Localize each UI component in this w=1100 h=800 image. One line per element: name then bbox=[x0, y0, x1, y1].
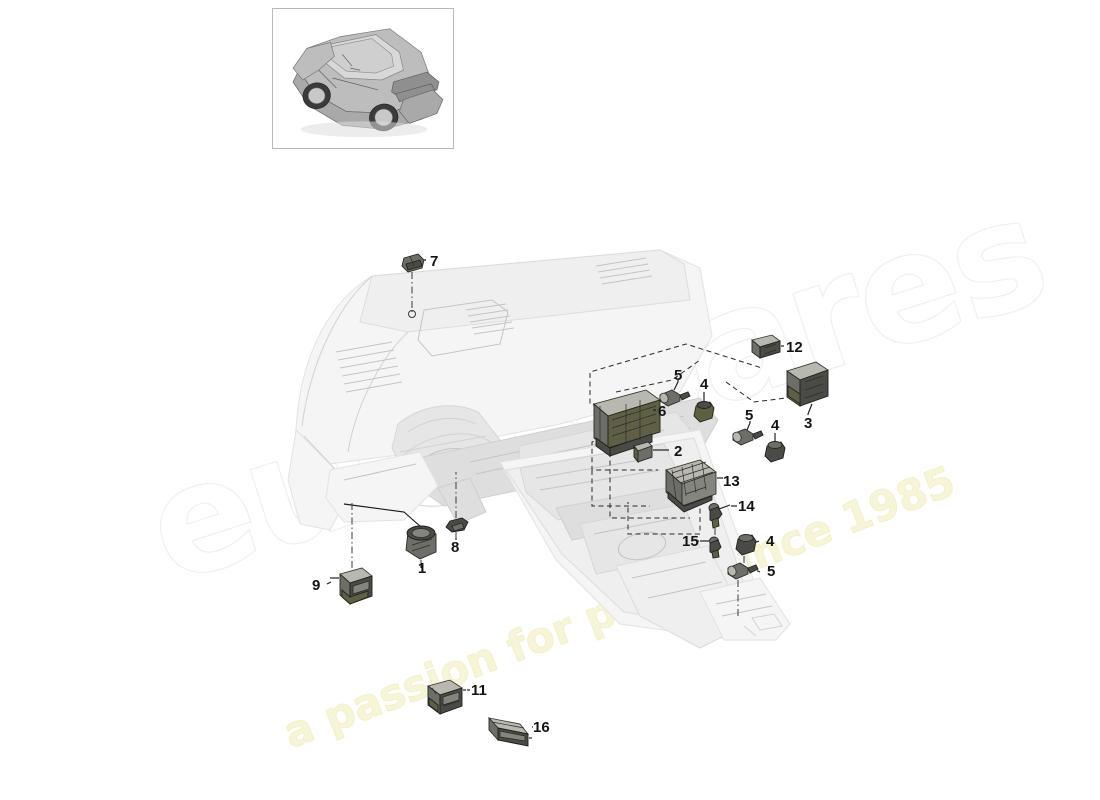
callout-15: 15 bbox=[682, 533, 699, 550]
part-14-micro-switch-upper[interactable] bbox=[708, 503, 731, 541]
part-13-console-switch-panel[interactable] bbox=[665, 459, 722, 513]
vehicle-overview-thumbnail[interactable] bbox=[272, 8, 454, 149]
car-illustration bbox=[292, 28, 444, 138]
part-11-window-lifter-switch[interactable] bbox=[427, 679, 466, 715]
part-3-switch-module-bracket[interactable] bbox=[786, 361, 829, 415]
part-5b-cylindrical-switch-mid[interactable] bbox=[731, 422, 764, 446]
callout-4b: 4 bbox=[771, 417, 780, 434]
callout-3: 3 bbox=[804, 415, 812, 432]
callout-6: 6 bbox=[658, 403, 666, 420]
callout-16: 16 bbox=[533, 719, 550, 736]
callout-14: 14 bbox=[738, 498, 755, 515]
part-4b-round-switch-lower[interactable] bbox=[764, 435, 786, 463]
callout-12: 12 bbox=[786, 339, 803, 356]
part-15-micro-switch-lower[interactable] bbox=[700, 536, 722, 559]
callout-4a: 4 bbox=[700, 376, 709, 393]
callout-7: 7 bbox=[430, 253, 438, 270]
part-16-trim-strip[interactable] bbox=[487, 716, 532, 747]
part-5a-cylindrical-switch-upper[interactable] bbox=[658, 381, 691, 407]
callout-5c: 5 bbox=[767, 563, 775, 580]
callout-8: 8 bbox=[451, 539, 459, 556]
callout-5b: 5 bbox=[745, 407, 753, 424]
part-1-rotary-switch[interactable] bbox=[343, 503, 437, 566]
callout-leader-lines bbox=[326, 259, 809, 728]
callout-13: 13 bbox=[723, 473, 740, 490]
part-6-climate-control-unit[interactable] bbox=[593, 389, 661, 457]
part-4c-round-switch-console[interactable] bbox=[735, 534, 757, 577]
part-8-steering-column-clip[interactable] bbox=[445, 472, 469, 538]
callout-1: 1 bbox=[418, 560, 426, 577]
part-7-dashboard-top-sensor[interactable] bbox=[401, 253, 426, 318]
callout-5a: 5 bbox=[674, 367, 682, 384]
part-4a-round-switch-upper[interactable] bbox=[693, 394, 715, 423]
part-9-door-side-switch-unit[interactable] bbox=[330, 500, 373, 606]
vehicle-thumbnail-drawing bbox=[273, 9, 453, 148]
callout-4c: 4 bbox=[766, 533, 775, 550]
callout-number-group: 1 2 3 4 4 4 5 5 5 6 7 8 9 11 12 13 14 15… bbox=[312, 253, 812, 736]
part-2-push-button-switch[interactable] bbox=[633, 441, 666, 464]
part-12-small-switch-module[interactable] bbox=[751, 334, 782, 359]
callout-11: 11 bbox=[471, 682, 487, 699]
callout-9: 9 bbox=[312, 577, 320, 594]
part-5c-cylindrical-switch-lower[interactable] bbox=[726, 562, 759, 618]
callout-2: 2 bbox=[674, 443, 682, 460]
